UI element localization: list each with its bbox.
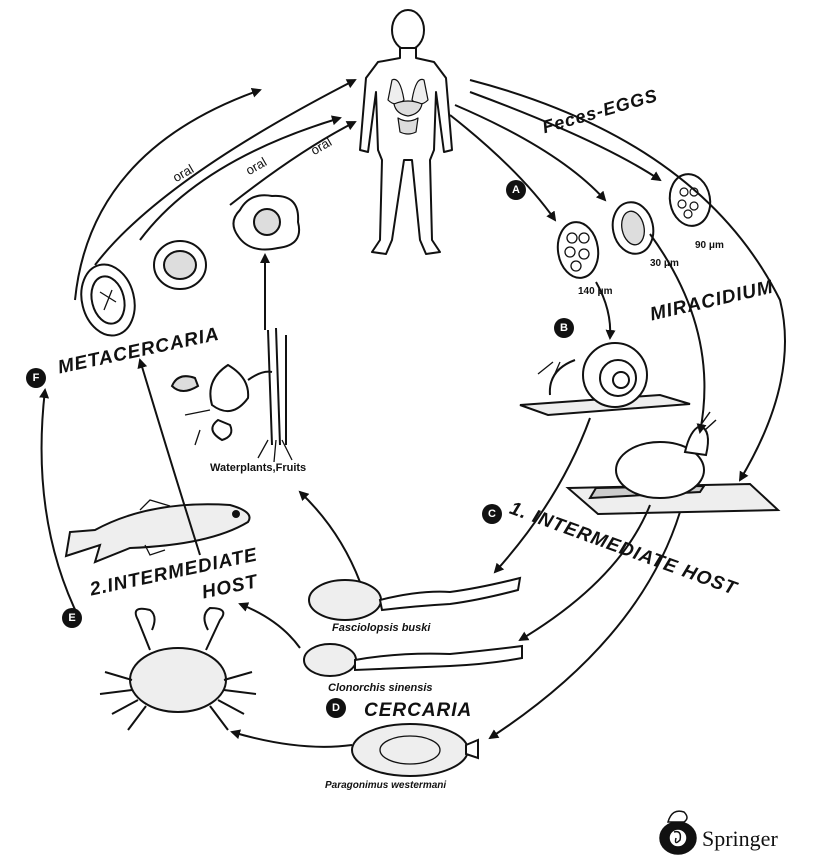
egg-icon	[554, 219, 601, 280]
cercaria-clonorchis-icon	[304, 644, 522, 676]
size-30-label: 30 μm	[650, 258, 679, 269]
paragonimus-label: Paragonimus westermani	[325, 780, 446, 791]
step-badge-d: D	[326, 698, 346, 718]
crab-icon	[100, 608, 256, 730]
publisher-name: Springer	[702, 826, 778, 852]
egg-icon	[666, 171, 714, 229]
step-badge-f: F	[26, 368, 46, 388]
cyst-icon	[74, 259, 142, 341]
fasciolopsis-label: Fasciolopsis buski	[332, 622, 430, 634]
size-90-label: 90 μm	[695, 240, 724, 251]
clonorchis-label: Clonorchis sinensis	[328, 682, 433, 694]
cyst-icon	[154, 241, 206, 289]
size-140-label: 140 μm	[578, 286, 612, 297]
cyst-icon	[233, 195, 299, 249]
human-icon	[360, 10, 452, 254]
step-badge-b: B	[554, 318, 574, 338]
waterplants-label: Waterplants,Fruits	[210, 462, 306, 474]
snail-icon	[520, 343, 690, 415]
cercaria-paragonimus-icon	[352, 724, 478, 776]
step-badge-c: C	[482, 504, 502, 524]
egg-icon	[608, 198, 658, 257]
springer-horse-logo-icon	[660, 811, 696, 854]
step-badge-a: A	[506, 180, 526, 200]
step-badge-e: E	[62, 608, 82, 628]
snail-icon	[568, 412, 778, 514]
cercaria-label: CERCARIA	[364, 700, 472, 722]
cercaria-fasciolopsis-icon	[309, 578, 520, 620]
